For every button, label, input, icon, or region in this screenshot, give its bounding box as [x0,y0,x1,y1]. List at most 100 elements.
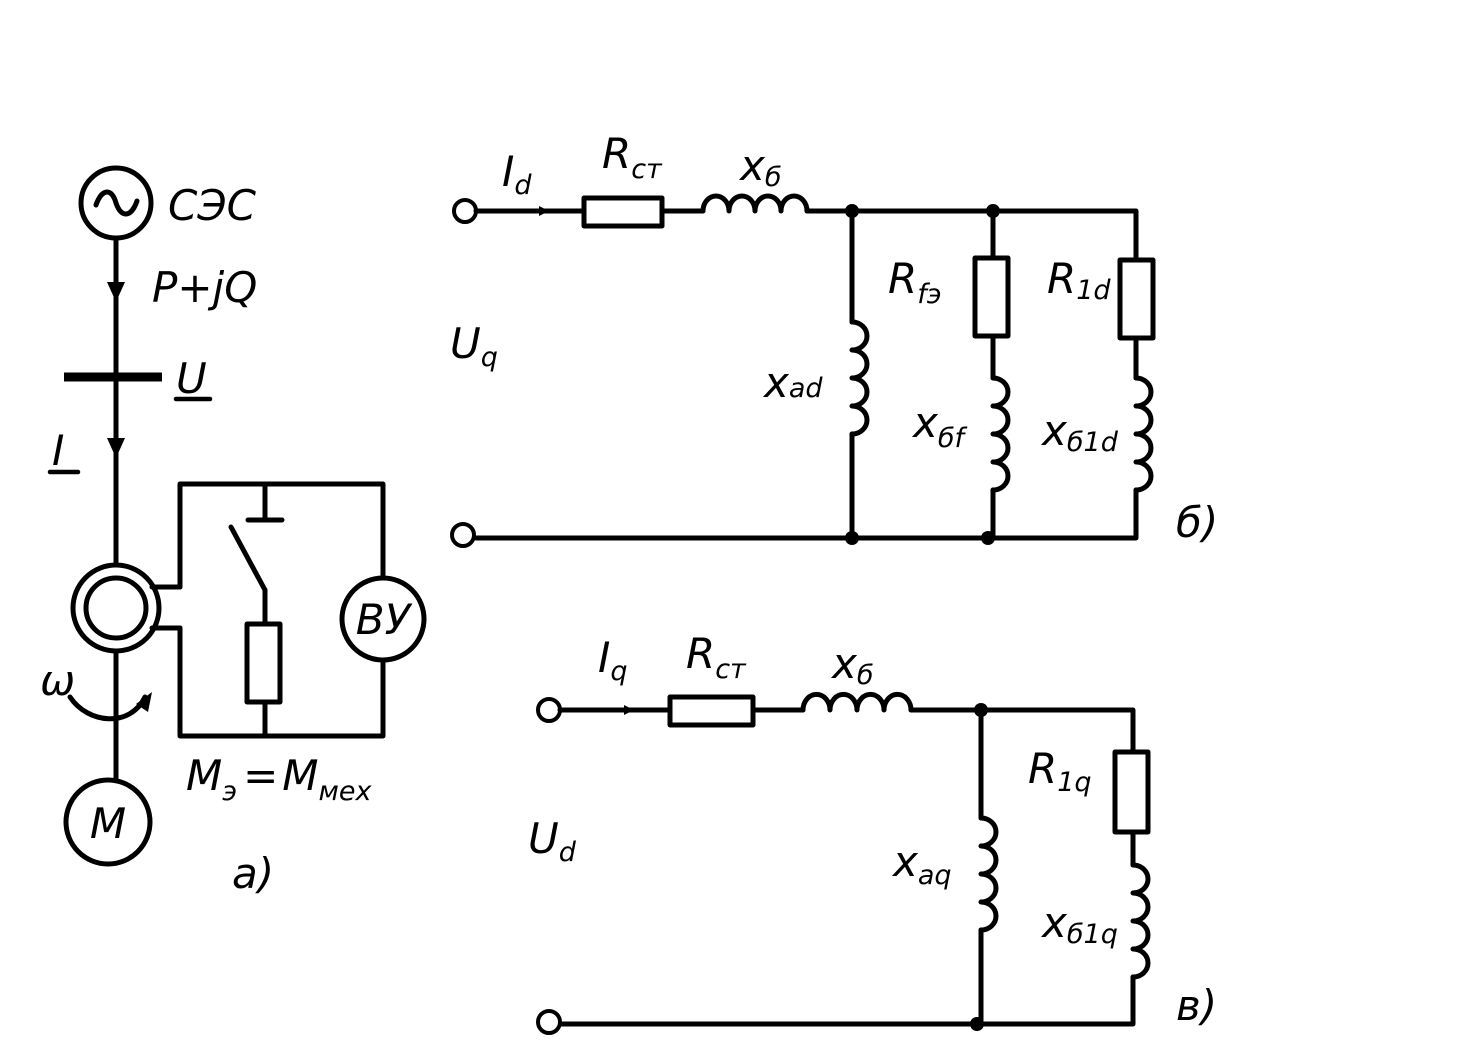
x-sigma-f-label: xбf [911,398,968,454]
damper-leakage-inductor-q [1130,862,1151,980]
discharge-resistor [244,621,283,705]
exciter-label: ВУ [356,595,413,644]
power-flow-arrow [107,282,125,302]
top-rail-b [804,208,1139,263]
terminal-bottom-b [450,522,476,548]
r-1q-label: R1q [1028,744,1092,798]
torque-eq: = [243,751,278,800]
current-d-main: I [502,147,514,196]
r-1q-sub: 1q [1057,767,1091,798]
panel-c: Iq Rст xб xaq R1q xб1q Ud в) [528,629,1217,1035]
voltage-d-label: Ud [528,814,577,868]
power-system-source [78,165,154,241]
current-d-label: Id [502,147,532,201]
x-sigma-1q-main: x [1040,898,1068,947]
x-sigma-c-label: xб [830,639,874,691]
node-b3 [845,531,859,545]
x-sigma-f-main: x [911,398,939,447]
top-rail-c [908,707,1136,755]
r-stator-c-main: R [686,629,715,678]
field-leakage-inductor [990,375,1011,493]
current-d-sub: d [514,170,532,201]
r-1d-sub: 1d [1076,275,1111,306]
voltage-q-sub: q [481,342,498,373]
terminal-top-b [452,198,478,224]
x-ad-sub: ad [789,373,824,404]
voltage-d-main: U [528,814,559,863]
rotation-arc [67,694,148,722]
synchronous-machine [70,562,162,654]
current-arrow [107,438,125,458]
current-q-sub: q [610,656,627,687]
r-stator-b-main: R [602,129,631,178]
x-sigma-b-label: xб [738,141,782,193]
r-1q-main: R [1028,744,1057,793]
current-q-main: I [598,633,610,682]
excitation-bottom-wire [177,625,386,739]
x-sigma-b-sub: б [765,162,782,193]
terminal-bottom-c [536,1009,562,1035]
node-c2 [970,1017,984,1031]
field-resistor [972,255,1011,339]
bottom-rail-b [473,487,1139,541]
caption-c: в) [1176,981,1217,1030]
r-stator-b-sub: ст [631,154,663,185]
panel-b: Id Rст xб xad Rfэ xбf R1d xб1d Uq б) [450,129,1218,548]
x-sigma-1q-sub: б1q [1067,919,1118,950]
damper-resistor-d [1117,257,1156,341]
x-aq-label: xaq [891,837,952,891]
damper-resistor-q [1112,749,1151,835]
mechanical-load [63,777,153,867]
omega-label: ω [40,656,75,705]
excitation-top-wire [177,481,386,590]
r-f-label: Rfэ [888,254,942,310]
voltage-q-main: U [450,319,481,368]
x-sigma-1d-sub: б1d [1067,427,1119,458]
torque-right: M [282,751,318,800]
x-aq-main: x [891,837,919,886]
x-aq-sub: aq [918,860,952,891]
x-sigma-1q-label: xб1q [1040,898,1118,950]
bottom-rail-c [557,974,1136,1027]
leakage-inductor-c [800,692,914,713]
switch-blade [228,524,268,593]
r-f-sub: fэ [917,279,941,310]
caption-b: б) [1176,498,1218,547]
torque-left-sub: э [222,776,237,807]
r-stator-c-label: Rст [686,629,747,685]
r-stator-c-sub: ст [715,654,747,685]
motor-label: M [90,799,126,848]
caption-a: а) [232,849,274,898]
voltage-q-label: Uq [450,319,498,373]
stator-resistor-c [667,694,756,728]
x-ad-label: xad [762,358,823,407]
x-sigma-1d-label: xб1d [1040,406,1119,458]
x-sigma-c-main: x [830,639,858,688]
torque-left: M [186,751,222,800]
r-1d-main: R [1047,254,1076,303]
source-label: СЭС [168,181,257,230]
current-label: I [52,426,64,475]
magnetizing-inductor-d [849,319,870,437]
node-b4 [981,531,995,545]
exciter [339,575,427,663]
current-q-label: Iq [598,633,628,687]
rotation-arrowhead [136,692,152,712]
voltage-label: U [176,354,207,403]
x-sigma-b-main: x [738,141,766,190]
x-ad-main: x [762,358,790,407]
stator-resistor-b [581,195,665,229]
x-sigma-1d-main: x [1040,406,1068,455]
x-sigma-f-sub: бf [938,423,968,454]
voltage-d-sub: d [559,837,577,868]
panel-a: СЭС P+jQ U I ВУ [40,165,427,898]
r-1d-label: R1d [1047,254,1111,306]
x-sigma-c-sub: б [857,660,874,691]
magnetizing-inductor-q [978,815,999,933]
damper-leakage-inductor-d [1133,375,1154,493]
torque-right-sub: мех [319,776,373,807]
torque-equation: Mэ=Mмех [186,751,373,807]
leakage-inductor-b [700,193,810,214]
r-stator-b-label: Rст [602,129,663,185]
